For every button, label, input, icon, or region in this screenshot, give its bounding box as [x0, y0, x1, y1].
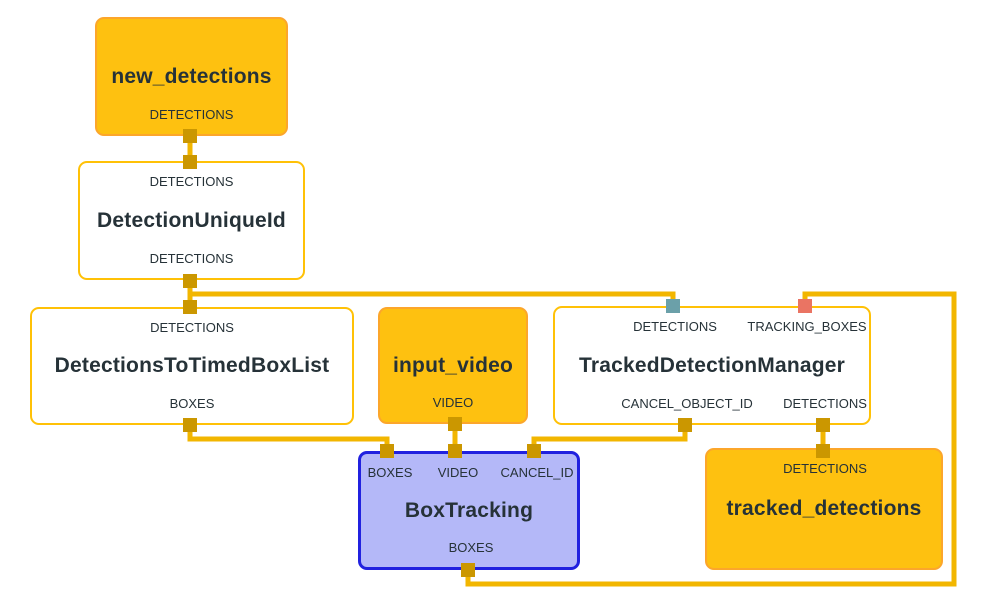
port-detections-to-timed-box-list-boxes-out[interactable] [183, 418, 197, 432]
port-label-detections-out: DETECTIONS [149, 251, 234, 266]
node-tracked-detections[interactable]: DETECTIONS tracked_detections [705, 448, 943, 570]
node-title: input_video [392, 353, 514, 377]
port-label-cancel-object-id-out: CANCEL_OBJECT_ID [621, 396, 753, 411]
node-tracked-detection-manager[interactable]: DETECTIONS TRACKING_BOXES TrackedDetecti… [553, 306, 871, 425]
port-label-boxes-in: BOXES [367, 465, 413, 480]
node-box-tracking[interactable]: BOXES VIDEO CANCEL_ID BoxTracking BOXES [358, 451, 580, 570]
edge-tracked-detection-manager-to-box-tracking-cancel-id [531, 425, 688, 451]
port-label-cancel-id-in: CANCEL_ID [500, 465, 574, 480]
node-input-video[interactable]: input_video VIDEO [378, 307, 528, 424]
port-box-tracking-video-in[interactable] [448, 444, 462, 458]
port-detections-to-timed-box-list-detections-in[interactable] [183, 300, 197, 314]
port-label-detections-out: DETECTIONS [783, 396, 867, 411]
port-label-tracking-boxes-in: TRACKING_BOXES [747, 319, 867, 334]
port-tracked-detection-manager-detections-in[interactable] [666, 299, 680, 313]
edge-detection-unique-id-to-tracked-detection-manager [190, 291, 676, 306]
port-tracked-detections-detections-in[interactable] [816, 444, 830, 458]
node-title: new_detections [111, 64, 272, 88]
port-new-detections-detections-out[interactable] [183, 129, 197, 143]
port-label-detections-in: DETECTIONS [150, 320, 234, 335]
port-label-detections-in: DETECTIONS [783, 461, 867, 476]
node-title: DetectionsToTimedBoxList [54, 354, 330, 377]
node-title: BoxTracking [404, 498, 534, 522]
node-title: DetectionUniqueId [97, 208, 286, 232]
edge-detections-to-timed-box-list-to-box-tracking [187, 425, 390, 451]
port-label-video-out: VIDEO [432, 395, 474, 410]
port-label-boxes-out: BOXES [448, 540, 494, 555]
port-label-detections-in: DETECTIONS [149, 174, 234, 189]
port-input-video-video-out[interactable] [448, 417, 462, 431]
port-box-tracking-boxes-in[interactable] [380, 444, 394, 458]
node-title: TrackedDetectionManager [578, 353, 846, 377]
port-label-detections-in: DETECTIONS [633, 319, 717, 334]
port-label-detections-out: DETECTIONS [149, 107, 234, 122]
port-box-tracking-cancel-id-in[interactable] [527, 444, 541, 458]
node-detections-to-timed-box-list[interactable]: DETECTIONS DetectionsToTimedBoxList BOXE… [30, 307, 354, 425]
port-tracked-detection-manager-tracking-boxes-in[interactable] [798, 299, 812, 313]
port-label-boxes-out: BOXES [169, 396, 215, 411]
port-tracked-detection-manager-cancel-object-id-out[interactable] [678, 418, 692, 432]
node-detection-unique-id[interactable]: DETECTIONS DetectionUniqueId DETECTIONS [78, 161, 305, 280]
port-label-video-in: VIDEO [437, 465, 479, 480]
port-detection-unique-id-detections-in[interactable] [183, 155, 197, 169]
port-box-tracking-boxes-out[interactable] [461, 563, 475, 577]
node-title: tracked_detections [726, 497, 922, 520]
node-new-detections[interactable]: new_detections DETECTIONS [95, 17, 288, 136]
port-tracked-detection-manager-detections-out[interactable] [816, 418, 830, 432]
port-detection-unique-id-detections-out[interactable] [183, 274, 197, 288]
